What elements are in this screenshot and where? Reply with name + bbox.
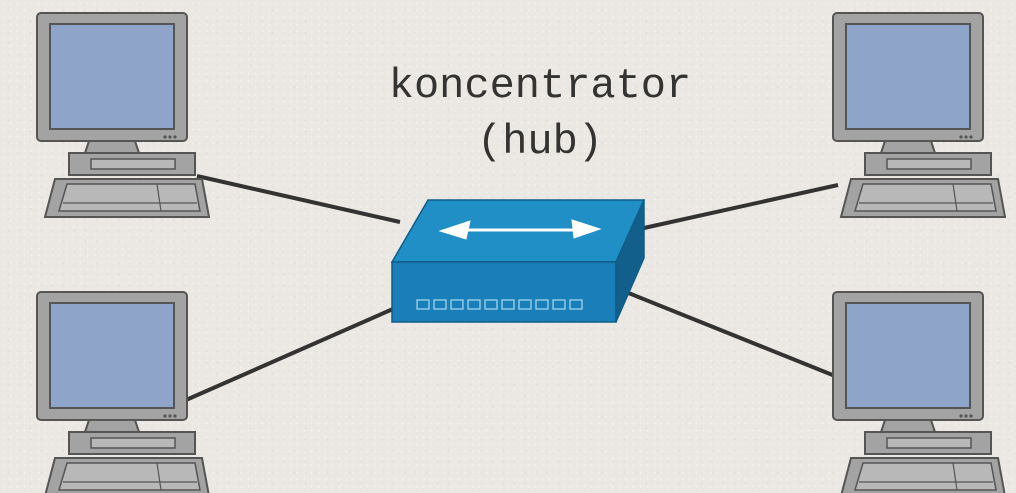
cables [185,174,841,402]
cable-bottom-right [625,290,841,380]
network-hub-icon [390,199,646,323]
hub-label-line1: koncentrator [388,62,692,110]
bidirectional-arrow-icon [438,219,602,240]
cable-top-left [196,174,401,224]
desktop-computer-icon [36,12,210,218]
desktop-computer-icon [832,12,1006,218]
hub-label-line2: (hub) [476,118,604,166]
desktop-computer-icon [36,291,210,493]
desktop-computer-icon [832,291,1006,493]
hub-label: koncentrator (hub) [300,58,780,170]
cable-bottom-left [185,303,403,402]
hub-ports [416,299,583,310]
cable-top-right [643,183,839,230]
